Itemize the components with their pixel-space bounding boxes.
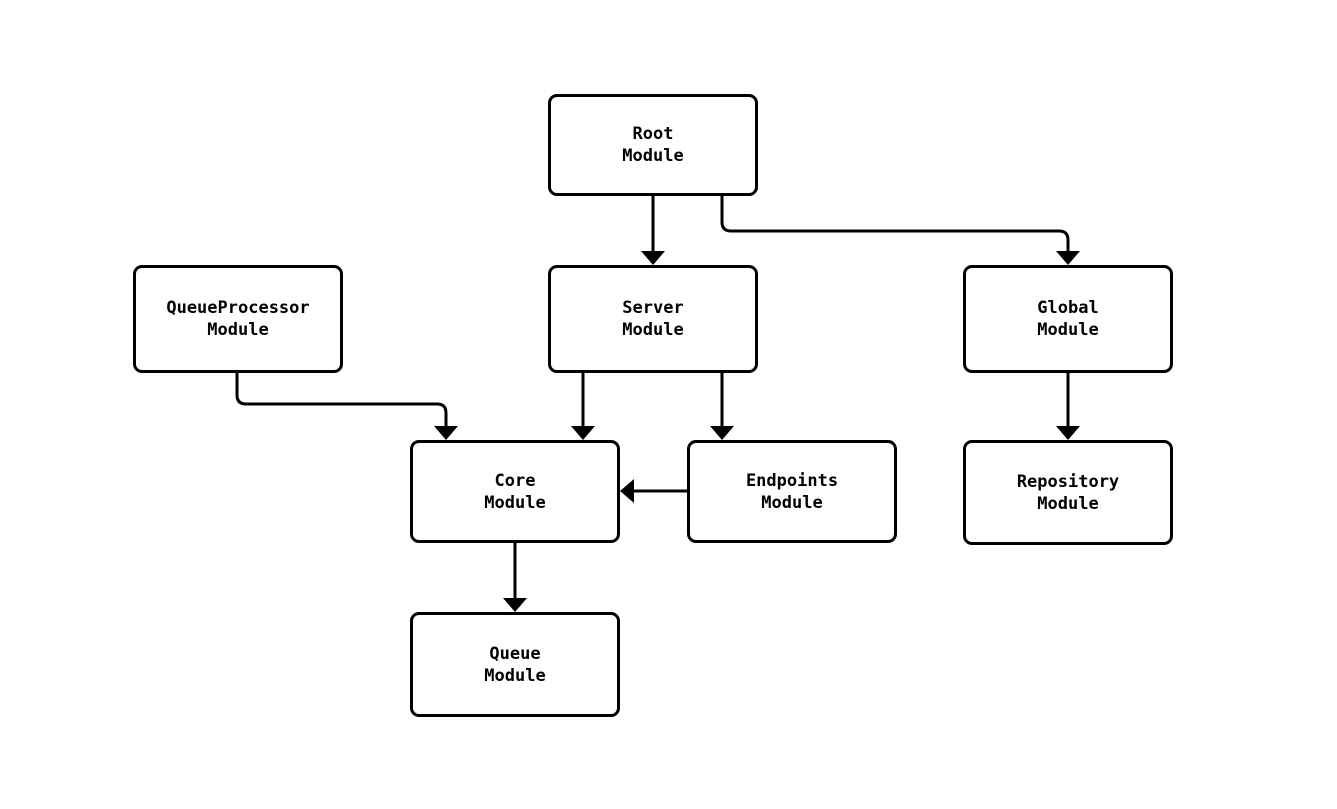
node-label-primary: QueueProcessor — [166, 298, 310, 318]
node-label-secondary: Module — [622, 320, 684, 340]
node-label-primary: Global — [1037, 298, 1099, 318]
node-label-secondary: Module — [622, 146, 684, 166]
node-label-primary: Repository — [1016, 471, 1120, 492]
node-label-secondary: Module — [484, 665, 546, 686]
node-label-secondary: Module — [761, 492, 823, 513]
node-label-secondary: Module — [207, 320, 269, 340]
node-label-primary: Endpoints — [745, 470, 839, 491]
node-label-secondary: Module — [1037, 320, 1099, 340]
node-label-primary: Server — [622, 298, 684, 318]
node-label-secondary: Module — [1037, 493, 1099, 514]
node-label-primary: Queue — [489, 643, 541, 664]
node-label-secondary: Module — [484, 492, 546, 513]
node-label-primary: Root — [632, 124, 674, 144]
node-label-primary: Core — [494, 470, 536, 491]
